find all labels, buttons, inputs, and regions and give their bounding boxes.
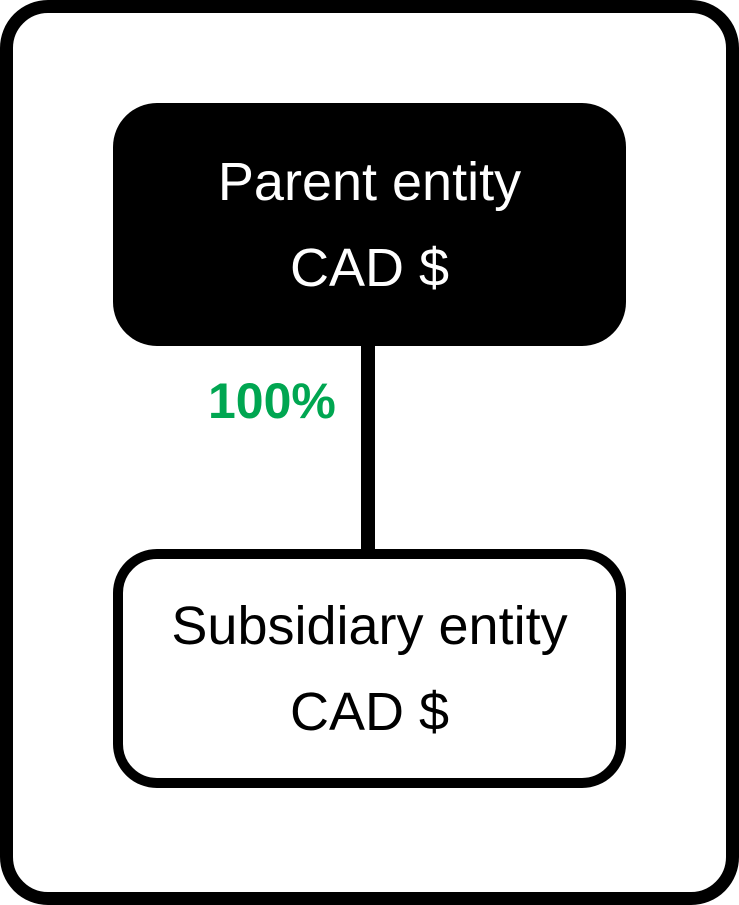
parent-entity-name: Parent entity bbox=[217, 151, 522, 212]
ownership-percentage-label: 100% bbox=[208, 373, 336, 429]
parent-entity-currency: CAD $ bbox=[289, 237, 450, 298]
subsidiary-entity-box: Subsidiary entity CAD $ bbox=[113, 549, 626, 788]
ownership-connector-line bbox=[361, 345, 375, 551]
subsidiary-entity-name: Subsidiary entity bbox=[171, 595, 568, 656]
subsidiary-entity-currency: CAD $ bbox=[289, 681, 450, 742]
parent-entity-box: Parent entity CAD $ bbox=[113, 103, 626, 346]
